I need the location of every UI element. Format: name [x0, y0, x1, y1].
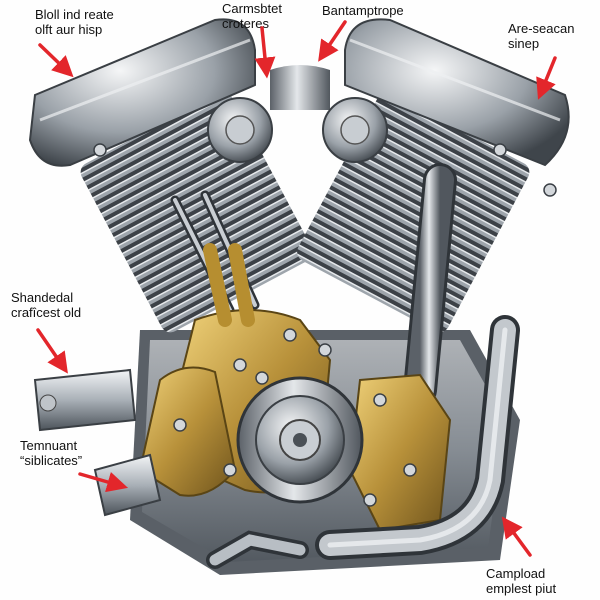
arrow-top-right-center — [318, 20, 347, 62]
label-top-left-line-1: Bloll ind reate — [35, 7, 114, 22]
label-top-right-line-2: sinep — [508, 36, 540, 51]
label-lower-left: Temnuant “siblicates” — [20, 438, 82, 468]
label-bottom-right-line-2: emplest piut — [486, 581, 557, 596]
label-mid-left-line-1: Shandedal — [11, 290, 74, 305]
label-top-center-line-1: Carmsbtet — [222, 1, 282, 16]
arrow-lower-left — [78, 471, 129, 493]
label-bottom-right-line-1: Campload — [486, 566, 546, 581]
label-top-center: Carmsbtet croteres — [222, 1, 282, 31]
carburetor-caps — [207, 65, 388, 163]
arrow-top-right — [536, 56, 557, 100]
left-rocker-cover — [28, 18, 256, 167]
arrow-top-center — [254, 26, 276, 79]
bolts — [93, 143, 557, 507]
label-top-right: Are-seacan sinep — [508, 21, 574, 51]
label-mid-left: Shandedal crafîcest old — [11, 290, 81, 320]
label-top-center-line-2: croteres — [222, 16, 269, 31]
arrow-bottom-right — [501, 516, 532, 557]
label-top-right-center: Bantamptrope — [322, 3, 404, 18]
label-lower-left-line-2: “siblicates” — [20, 453, 83, 468]
label-top-left-line-2: olft aur hisp — [35, 22, 103, 37]
crank-pulley — [236, 376, 364, 504]
label-lower-left-line-1: Temnuant — [20, 438, 78, 453]
label-mid-left-line-2: crafîcest old — [11, 305, 82, 320]
right-rocker-cover — [344, 18, 570, 167]
right-exhaust-pipe — [315, 315, 520, 560]
label-top-right-center-line-1: Bantamptrope — [322, 3, 404, 18]
label-top-right-line-1: Are-seacan — [508, 21, 575, 36]
arrow-mid-left — [36, 328, 68, 374]
arrow-top-left — [38, 43, 74, 78]
label-bottom-right: Campload emplest piut — [486, 566, 556, 596]
oil-pipe — [206, 530, 309, 569]
label-top-left: Bloll ind reate olft aur hisp — [35, 7, 114, 37]
